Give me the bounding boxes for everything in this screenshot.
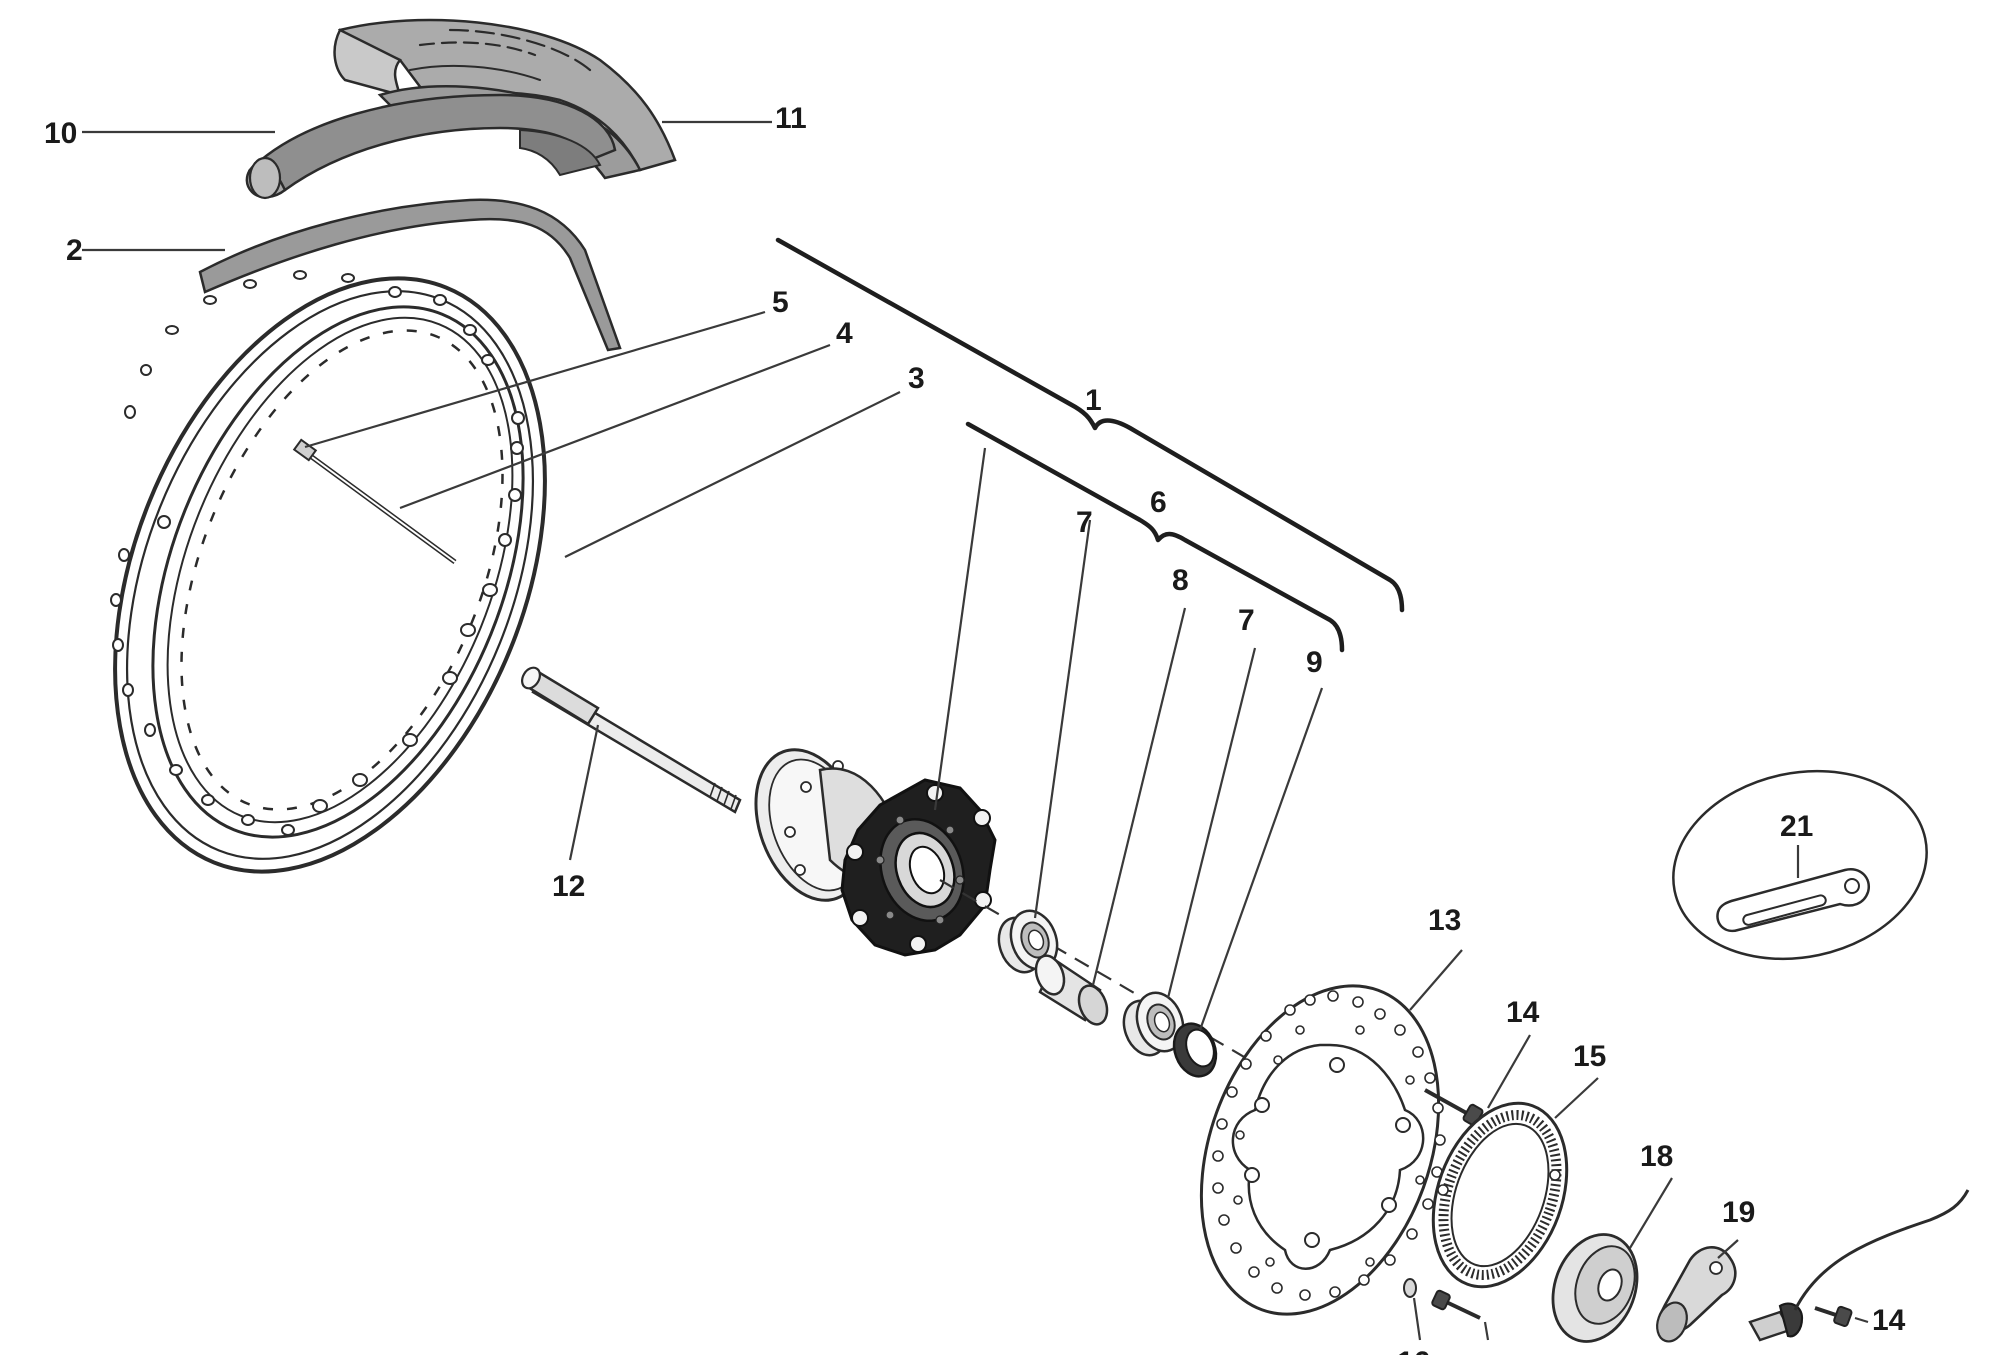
callout-13: 13 (1428, 904, 1461, 937)
washer-part (1403, 1278, 1417, 1298)
callout-14b: 14 (1872, 1304, 1906, 1337)
sensor-screw-part (1814, 1305, 1853, 1328)
callout-14a: 14 (1506, 996, 1540, 1029)
callout-12: 12 (552, 870, 585, 903)
callout-21: 21 (1780, 810, 1813, 843)
tone-ring-screw-part (1431, 1289, 1481, 1320)
callout-6: 6 (1150, 486, 1167, 519)
axle-part (521, 666, 742, 814)
rim-part (110, 270, 547, 874)
callout-11: 11 (775, 102, 807, 135)
sensor-bracket-part (1656, 1246, 1737, 1343)
callout-1: 1 (1085, 384, 1102, 417)
callout-15: 15 (1573, 1040, 1606, 1073)
callout-8: 8 (1172, 564, 1189, 597)
callout-4: 4 (836, 317, 853, 350)
callout-3: 3 (908, 362, 925, 395)
speed-sensor-part (1748, 1189, 1970, 1342)
abs-tone-ring-part (1431, 1101, 1569, 1289)
callout-labels: 1 2 3 4 5 6 7 8 7 9 10 11 12 13 14 15 16… (44, 102, 1906, 1355)
callout-7a: 7 (1076, 506, 1093, 539)
leader-lines (82, 120, 1869, 1341)
rim-tape-part (198, 198, 622, 352)
bearing-right-part (1122, 991, 1185, 1057)
callout-9: 9 (1306, 646, 1323, 679)
callout-10: 10 (44, 117, 77, 150)
bearing-left-part (997, 909, 1059, 974)
callout-2: 2 (66, 234, 83, 267)
inner-tube-part (245, 93, 617, 200)
brake-disc-part (1199, 984, 1446, 1316)
callout-16: 16 (1397, 1346, 1430, 1355)
callout-19: 19 (1722, 1196, 1755, 1229)
assembly-bracket-1 (775, 237, 1405, 613)
spacer-part (1034, 954, 1109, 1026)
callout-7b: 7 (1238, 604, 1255, 637)
spoke-tool-part (1716, 867, 1871, 933)
oil-seal-part (1172, 1022, 1218, 1078)
spacer-cup-part (1551, 1233, 1639, 1343)
spoke-part (303, 449, 457, 565)
hub-part (754, 748, 997, 957)
subassembly-bracket-6 (965, 421, 1345, 653)
callout-18: 18 (1640, 1140, 1673, 1173)
inset-detail (1672, 769, 1928, 961)
callout-5: 5 (772, 286, 789, 319)
